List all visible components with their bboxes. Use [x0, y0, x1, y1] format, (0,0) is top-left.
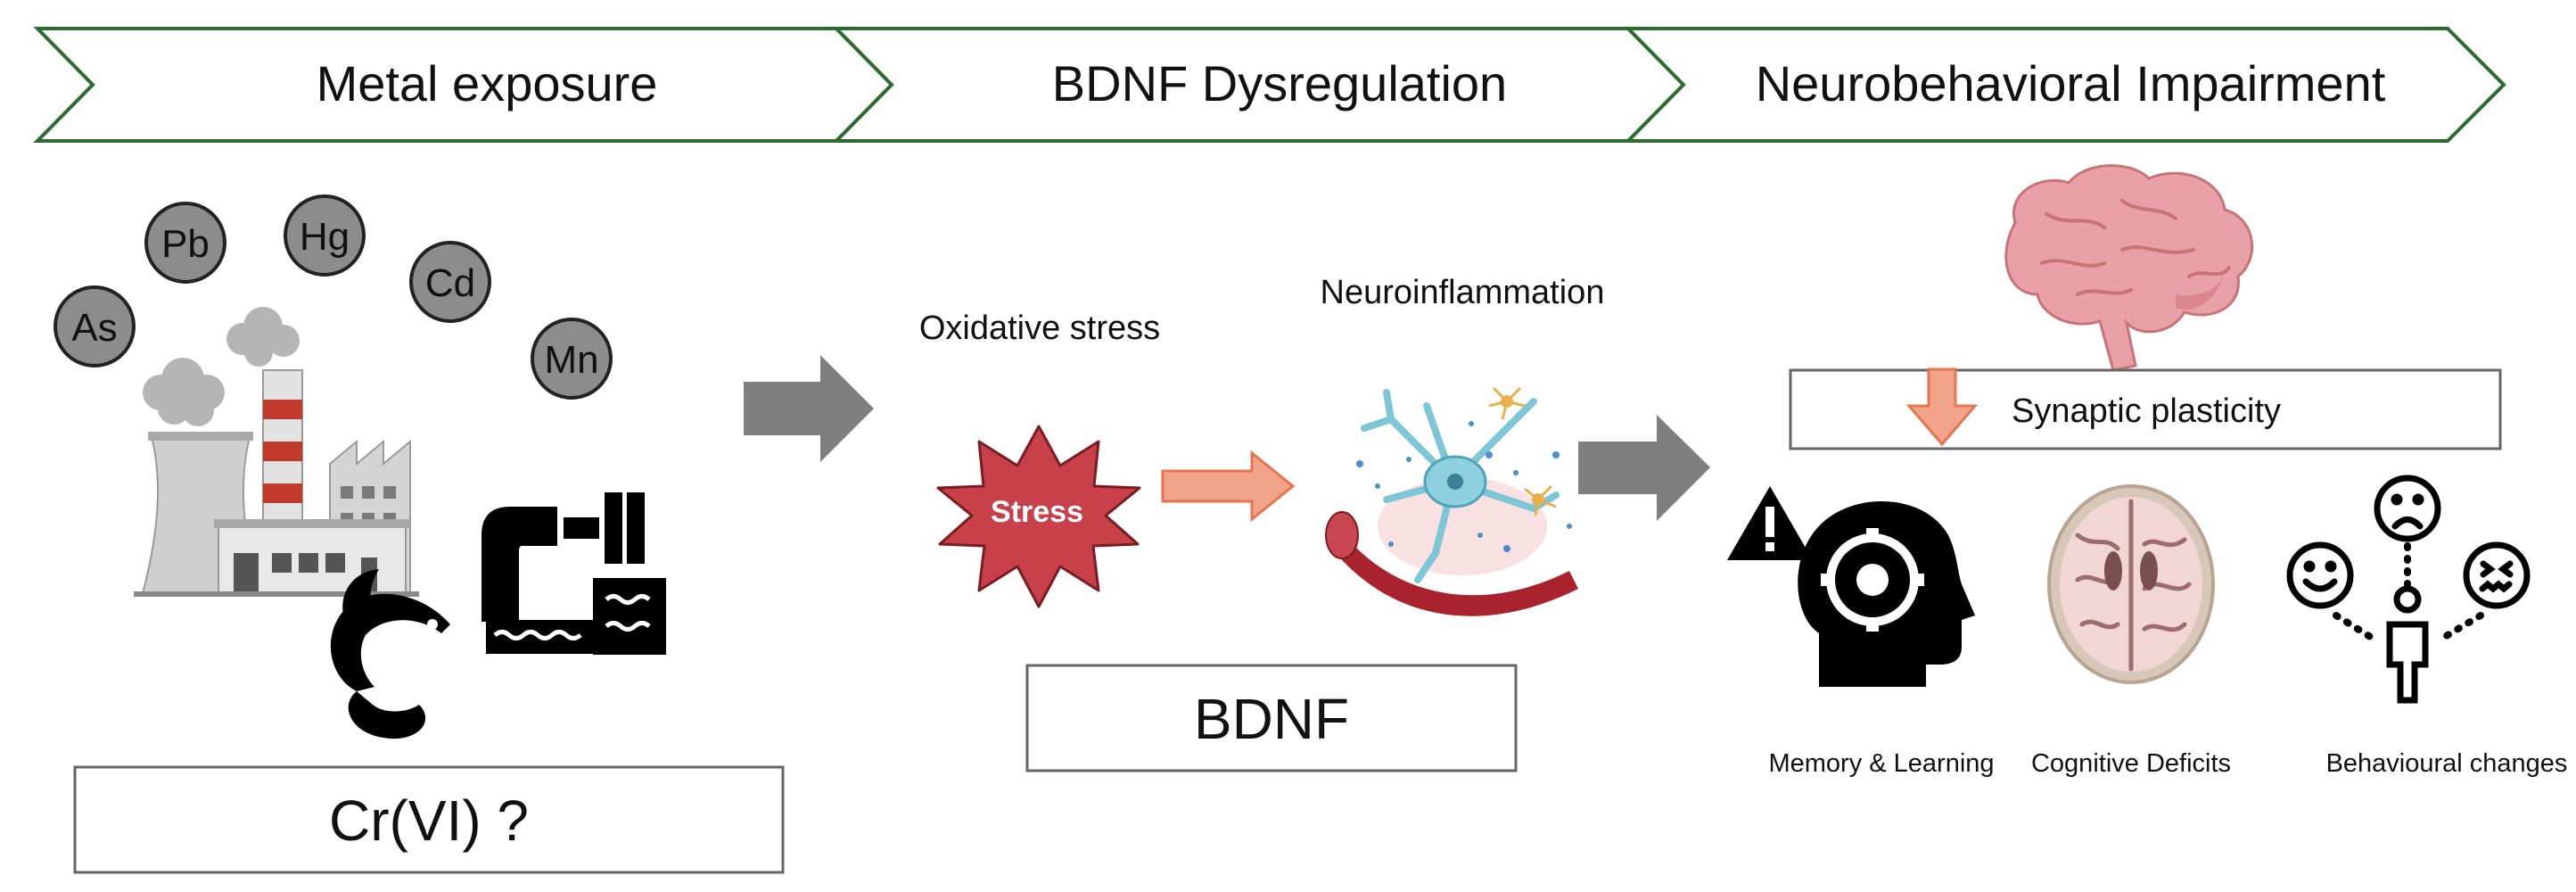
metal-circles: As Pb Hg Cd Mn — [53, 194, 613, 400]
metal-circle-mn — [531, 318, 613, 400]
stress-badge-label: Stress — [991, 495, 1083, 529]
outcome-cognitive-deficits: Cognitive Deficits — [2031, 749, 2231, 778]
header-banner — [33, 27, 2506, 143]
flow-arrow-1 — [744, 355, 874, 462]
brain-scan-icon — [2047, 484, 2215, 684]
behaviour-icon — [2286, 475, 2531, 704]
metal-circle-as — [53, 285, 136, 368]
synaptic-plasticity-box — [1789, 368, 2502, 450]
synaptic-plasticity-label: Synaptic plasticity — [2012, 392, 2281, 430]
neuron-icon — [1325, 386, 1578, 616]
brain-icon — [2004, 164, 2253, 372]
header-stage2-label: BDNF Dysregulation — [1052, 55, 1507, 112]
metal-circle-cd — [409, 241, 491, 323]
water-pollution-icon — [330, 492, 666, 739]
bdnf-box — [1025, 664, 1518, 772]
factory-icon — [134, 307, 419, 597]
stress-star-icon — [936, 425, 1141, 608]
chevron-neurobehavioral — [1624, 27, 2506, 143]
memory-head-icon — [1727, 486, 1975, 687]
bdnf-box-label: BDNF — [1194, 687, 1349, 751]
outcome-memory-learning: Memory & Learning — [1768, 749, 1994, 778]
metal-circle-hg — [284, 194, 366, 277]
metal-label-hg: Hg — [300, 215, 350, 259]
header-stage1-label: Metal exposure — [317, 55, 658, 112]
orange-arrow-1 — [1161, 450, 1296, 523]
metal-label-cd: Cd — [425, 261, 475, 305]
exposure-box — [73, 765, 785, 874]
oxidative-stress-label: Oxidative stress — [919, 310, 1160, 347]
flow-arrow-2 — [1578, 415, 1710, 521]
metal-label-pb: Pb — [161, 222, 210, 266]
orange-arrow-2 — [1905, 368, 1979, 447]
outcome-behavioural-changes: Behavioural changes — [2326, 749, 2568, 778]
neuroinflammation-label: Neuroinflammation — [1321, 274, 1605, 311]
metal-circle-pb — [144, 202, 226, 284]
exposure-box-label: Cr(VI) ? — [329, 789, 529, 853]
header-stage3-label: Neurobehavioral Impairment — [1756, 55, 2386, 112]
metal-label-mn: Mn — [544, 338, 598, 382]
metal-label-as: As — [71, 306, 117, 350]
